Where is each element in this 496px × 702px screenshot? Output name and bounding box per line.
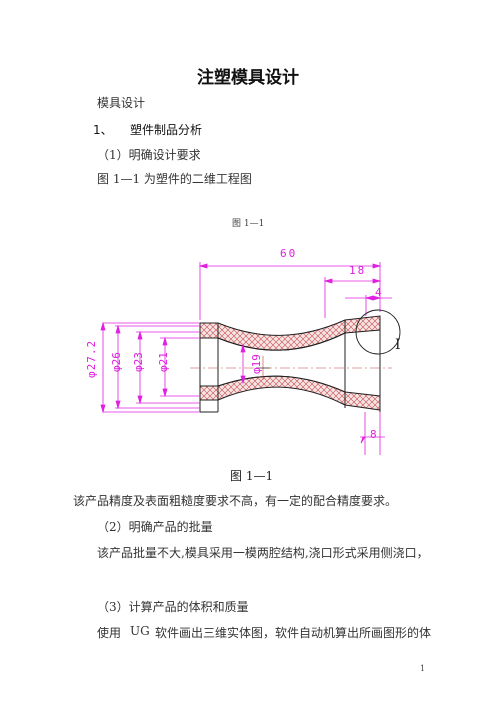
figure-caption-bottom: 图 1—1 [230, 469, 274, 483]
dim-text-d21: φ21 [157, 352, 170, 372]
document-title: 注塑模具设计 [197, 68, 299, 88]
dim-text-d23: φ23 [132, 352, 145, 372]
dimension-diameters [100, 321, 246, 414]
section-wall-top [199, 315, 381, 351]
paragraph-ug-3: 软件画出三维实体图，软件自动机算出所画图形的体 [155, 626, 432, 640]
part-outline [199, 322, 219, 413]
subsection-2: （2）明确产品的批量 [97, 520, 213, 534]
dim-text-d27-2: φ27.2 [85, 339, 98, 378]
paragraph-batch: 该产品批量不大,模具采用一模两腔结构,浇口形式采用侧浇口， [97, 546, 429, 560]
section-number: 1、 [93, 123, 113, 137]
dimension-4 [345, 295, 392, 316]
paragraph-precision: 该产品精度及表面粗糙度要求不高，有一定的配合精度要求。 [73, 494, 398, 508]
dimension-8 [360, 412, 385, 455]
section-heading: 塑件制品分析 [130, 123, 203, 137]
paragraph-ug-2: UG [130, 624, 150, 638]
dim-text-d26: φ26 [110, 352, 123, 372]
section-wall-bottom [199, 375, 381, 411]
dim-text-18: 18 [349, 264, 367, 277]
dim-text-60: 60 [280, 247, 298, 260]
detail-circle [355, 309, 401, 355]
subsection-1: （1）明确设计要求 [97, 148, 201, 162]
dim-text-8: 8 [370, 428, 377, 441]
dimension-60 [198, 262, 382, 320]
detail-label: I [395, 337, 401, 353]
figure-caption-top: 图 1—1 [232, 219, 265, 229]
subsection-3: （3）计算产品的体积和质量 [97, 600, 249, 614]
page-number: 1 [420, 664, 426, 673]
dim-text-d19: φ19 [250, 354, 263, 374]
paragraph-ug-1: 使用 [97, 626, 122, 640]
subheading-mold-design: 模具设计 [97, 96, 146, 110]
dimension-18 [323, 277, 382, 318]
dim-text-4: 4 [375, 286, 382, 299]
paragraph-figure-ref: 图 1—1 为塑件的二维工程图 [97, 172, 252, 186]
